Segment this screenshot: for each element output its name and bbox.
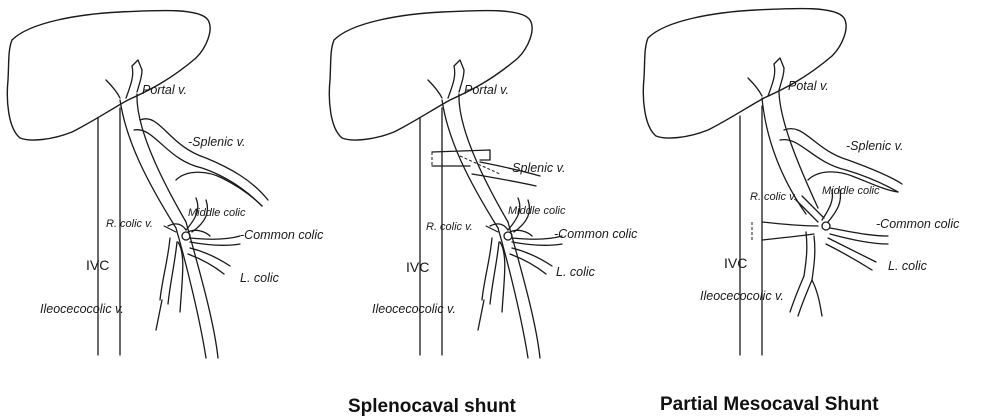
label-common-colic: -Common colic <box>240 228 324 242</box>
label-r-colic-vein: R. colic v. <box>106 218 153 230</box>
label-ivc: IVC <box>724 255 747 271</box>
label-ileocecocolic-vein: Ileocecocolic v. <box>372 302 456 316</box>
caption-partial-mesocaval-shunt: Partial Mesocaval Shunt <box>660 394 879 415</box>
label-l-colic: L. colic <box>240 271 280 285</box>
splenic-vein <box>134 119 268 206</box>
label-ivc: IVC <box>406 259 429 275</box>
label-middle-colic: Middle colic <box>188 207 246 219</box>
panel-partial-mesocaval-shunt: Potal v. -Splenic v. Middle colic R. col… <box>643 8 960 415</box>
ivc-vessel <box>740 106 762 355</box>
label-common-colic: -Common colic <box>554 227 638 241</box>
label-middle-colic: Middle colic <box>822 185 880 197</box>
label-portal-vein: Potal v. <box>788 79 829 93</box>
liver <box>7 10 210 140</box>
mesenteric-veins <box>790 190 888 316</box>
label-ileocecocolic-vein: Ileocecocolic v. <box>40 302 124 316</box>
label-middle-colic: Middle colic <box>508 205 566 217</box>
panel-splenocaval-shunt: Portal v. -Splenic v. Middle colic R. co… <box>329 10 638 417</box>
liver <box>329 10 532 140</box>
label-splenic-vein: -Splenic v. <box>846 139 903 153</box>
label-ileocecocolic-vein: Ileocecocolic v. <box>700 289 784 303</box>
label-l-colic: L. colic <box>888 259 928 273</box>
mesenteric-veins <box>156 198 240 358</box>
label-splenic-vein: -Splenic v. <box>508 161 565 175</box>
liver <box>643 8 846 138</box>
label-r-colic-vein: R. colic v. <box>426 221 473 233</box>
label-l-colic: L. colic <box>556 265 596 279</box>
ivc-vessel <box>98 108 120 355</box>
mesenteric-veins <box>478 198 562 358</box>
caption-splenocaval-shunt: Splenocaval shunt <box>348 396 517 417</box>
label-r-colic-vein: R. colic v. <box>750 191 797 203</box>
label-portal-vein: Portal v. <box>464 83 509 97</box>
label-splenic-vein: -Splenic v. <box>188 135 245 149</box>
label-portal-vein: Portal v. <box>142 83 187 97</box>
panel-normal: Portal v. -Splenic v. Middle colic R. co… <box>7 10 324 358</box>
label-ivc: IVC <box>86 257 109 273</box>
label-common-colic: -Common colic <box>876 217 960 231</box>
